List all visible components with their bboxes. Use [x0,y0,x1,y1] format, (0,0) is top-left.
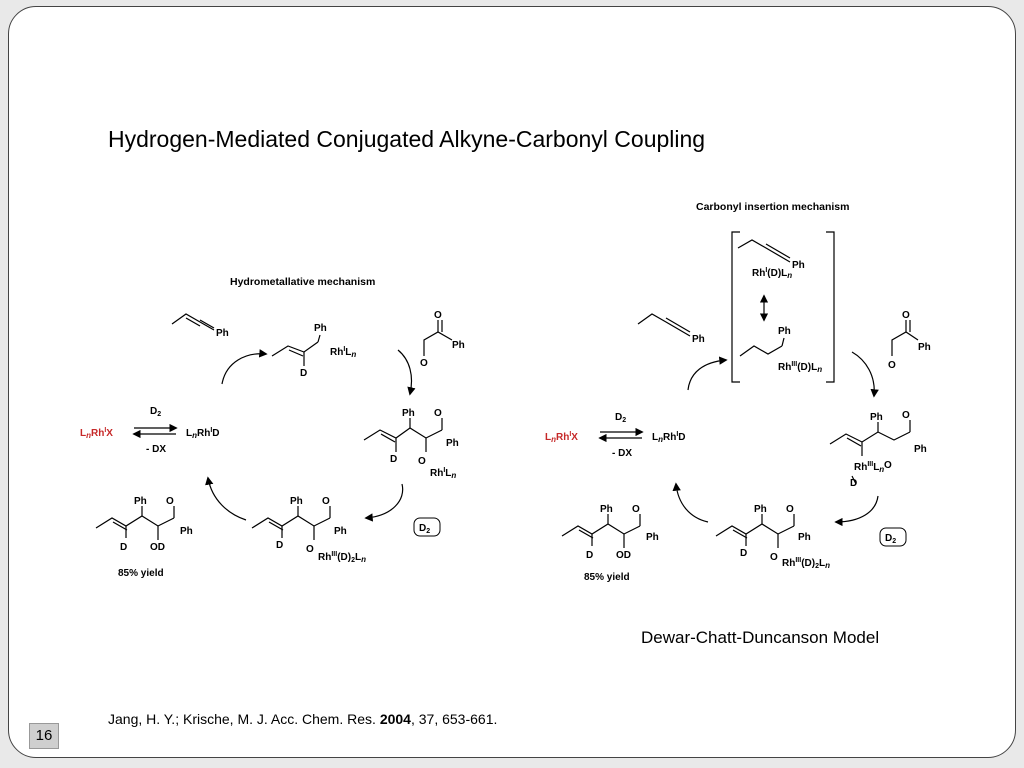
svg-text:O: O [434,408,442,419]
svg-text:Ph: Ph [334,526,347,537]
svg-text:O: O [884,460,892,471]
svg-text:Ph: Ph [290,496,303,507]
slide-frame [8,6,1016,758]
svg-text:O: O [902,310,910,321]
carbonyl-insertion-scheme: Carbonyl insertion mechanism Ph RhI(D)Ln… [545,201,931,583]
citation-authors: Jang, H. Y.; Krische, M. J. Acc. Chem. R… [108,711,380,727]
svg-text:Ph: Ph [180,526,193,537]
citation-year: 2004 [379,711,411,727]
svg-text:O: O [786,504,794,515]
slide-title: Hydrogen-Mediated Conjugated Alkyne-Carb… [108,126,706,152]
svg-text:- DX: - DX [146,444,166,455]
pi-complex-bracket: Ph RhI(D)Ln Ph RhIII(D)Ln [731,231,835,383]
enyne-substrate-right: Ph [637,313,705,345]
svg-text:Ph: Ph [692,334,705,345]
svg-text:Ph: Ph [314,323,327,334]
svg-text:RhIIILn: RhIIILn [854,461,884,474]
svg-text:- DX: - DX [612,448,632,459]
svg-text:O: O [420,358,428,369]
svg-text:D2: D2 [615,412,626,424]
svg-text:O: O [902,410,910,421]
svg-text:Ph: Ph [918,342,931,353]
hydrometallative-scheme: Hydrometallative mechanism Ph D Ph RhILn… [80,276,465,579]
svg-text:O: O [306,544,314,555]
svg-text:Ph: Ph [134,496,147,507]
svg-text:D: D [850,478,857,489]
svg-text:Ph: Ph [778,326,791,337]
alkenyl-rhodium-left: D Ph RhILn [271,323,356,379]
svg-text:Ph: Ph [870,412,883,423]
rhodium-alkoxide-left: Ph D O RhILn O Ph [363,408,459,480]
product-left: Ph D OD O Ph 85% yield [95,496,193,579]
svg-text:Ph: Ph [402,408,415,419]
page-number: 16 [29,723,59,749]
dewar-chatt-duncanson-label: Dewar-Chatt-Duncanson Model [641,628,880,647]
svg-text:Ph: Ph [754,504,767,515]
svg-text:RhILn: RhILn [330,346,356,359]
svg-text:D: D [276,540,283,551]
svg-text:D2: D2 [150,406,161,418]
svg-text:Ph: Ph [798,532,811,543]
phenylglyoxal-left: O O Ph [420,310,465,369]
svg-text:O: O [434,310,442,321]
d2-badge-left: D2 [413,517,441,537]
rhodium-iii-dideuteride-left: Ph D O RhIII(D)2Ln O Ph [251,496,366,564]
svg-text:D: D [300,368,307,379]
svg-text:Ph: Ph [646,532,659,543]
svg-text:LnRhID: LnRhID [186,427,220,440]
phenylglyoxal-right: O O Ph [888,310,931,371]
d2-badge-right: D2 [879,527,907,547]
catalyst-activation-right: LnRhIX D2 - DX LnRhID [545,412,686,459]
svg-text:O: O [770,552,778,563]
svg-text:RhIII(D)2Ln: RhIII(D)2Ln [782,557,830,570]
svg-text:RhIII(D)2Ln: RhIII(D)2Ln [318,551,366,564]
svg-text:D: D [390,454,397,465]
svg-text:RhILn: RhILn [430,467,456,480]
svg-text:Ph: Ph [914,444,927,455]
svg-text:LnRhID: LnRhID [652,431,686,444]
oxametallacycle-right: Ph O Ph RhIIILn O D [829,410,927,489]
svg-text:D2: D2 [885,533,896,545]
citation: Jang, H. Y.; Krische, M. J. Acc. Chem. R… [108,711,497,727]
svg-text:D: D [120,542,127,553]
svg-text:O: O [322,496,330,507]
svg-text:D: D [740,548,747,559]
svg-text:85% yield: 85% yield [584,572,630,583]
svg-text:85% yield: 85% yield [118,568,164,579]
svg-text:Ph: Ph [792,260,805,271]
svg-text:Ph: Ph [600,504,613,515]
rhodium-iii-dideuteride-right: Ph D O RhIII(D)2Ln O Ph [715,504,830,570]
svg-text:OD: OD [616,550,631,561]
enyne-substrate-left: Ph [171,313,229,339]
svg-text:Ph: Ph [446,438,459,449]
citation-volume-pages: , 37, 653-661. [410,711,498,727]
carbonyl-insertion-heading: Carbonyl insertion mechanism [696,201,849,213]
svg-text:D2: D2 [419,523,430,535]
svg-text:O: O [418,456,426,467]
svg-text:LnRhIX: LnRhIX [80,427,113,440]
svg-text:Ph: Ph [216,328,229,339]
svg-text:O: O [632,504,640,515]
catalyst-activation-left: LnRhIX D2 - DX LnRhID [80,406,220,455]
svg-text:O: O [166,496,174,507]
svg-text:D: D [586,550,593,561]
svg-text:LnRhIX: LnRhIX [545,431,578,444]
svg-text:O: O [888,360,896,371]
hydrometallative-heading: Hydrometallative mechanism [230,276,375,288]
svg-text:OD: OD [150,542,165,553]
svg-text:RhI(D)Ln: RhI(D)Ln [752,267,792,280]
svg-text:Ph: Ph [452,340,465,351]
product-right: Ph D OD O Ph 85% yield [561,504,659,583]
svg-text:RhIII(D)Ln: RhIII(D)Ln [778,361,822,374]
